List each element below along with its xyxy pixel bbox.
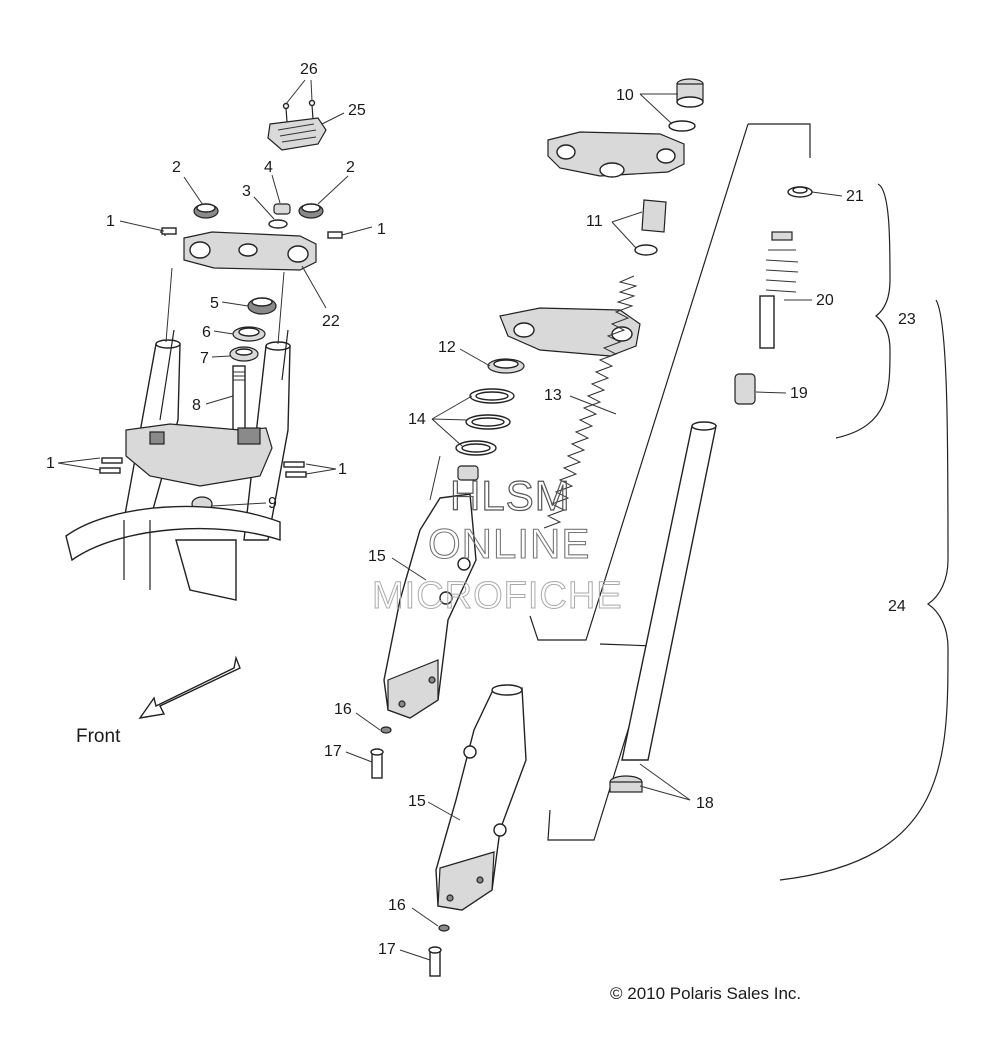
callout-24: 24 bbox=[888, 598, 906, 615]
top-bearings-part bbox=[193, 203, 324, 229]
callout-17-upper: 17 bbox=[324, 743, 342, 760]
front-fender-part bbox=[65, 505, 281, 601]
cover-plate-part bbox=[267, 99, 327, 151]
callout-19: 19 bbox=[790, 385, 808, 402]
watermark: HLSM ONLINE MICROFICHE bbox=[372, 471, 623, 617]
middle-bushing-part bbox=[634, 199, 667, 256]
callout-16-lower: 16 bbox=[388, 897, 406, 914]
callout-15-upper: 15 bbox=[368, 548, 386, 565]
callout-1-upper-right: 1 bbox=[377, 221, 386, 238]
copyright-text: © 2010 Polaris Sales Inc. bbox=[610, 984, 801, 1003]
middle-lower-clamp-part bbox=[499, 307, 641, 357]
callout-18: 18 bbox=[696, 795, 714, 812]
callout-1-lower-left: 1 bbox=[46, 455, 55, 472]
callout-10: 10 bbox=[616, 87, 634, 104]
callout-8: 8 bbox=[192, 397, 201, 414]
watermark-line-1: HLSM bbox=[450, 472, 571, 519]
lower-triple-clamp-part bbox=[99, 423, 307, 512]
front-direction-arrow-icon bbox=[138, 655, 241, 719]
front-label: Front bbox=[76, 726, 121, 747]
callout-16-upper: 16 bbox=[334, 701, 352, 718]
callout-14: 14 bbox=[408, 411, 426, 428]
callout-21: 21 bbox=[846, 188, 864, 205]
callout-13: 13 bbox=[544, 387, 562, 404]
fork-leg-lower-part bbox=[435, 684, 527, 911]
fork-leg-upper-part bbox=[383, 493, 477, 719]
callout-1-lower-right: 1 bbox=[338, 461, 347, 478]
callout-6: 6 bbox=[202, 324, 211, 341]
callout-25: 25 bbox=[348, 102, 366, 119]
seal-and-washers-part bbox=[455, 358, 525, 481]
callout-3: 3 bbox=[242, 183, 251, 200]
callout-5: 5 bbox=[210, 295, 219, 312]
callout-9: 9 bbox=[268, 495, 277, 512]
leader-lines bbox=[57, 79, 843, 961]
bracket-24-line bbox=[779, 299, 949, 881]
callout-26: 26 bbox=[300, 61, 318, 78]
fork-spring-part bbox=[543, 275, 638, 529]
callout-2-right: 2 bbox=[346, 159, 355, 176]
callout-23: 23 bbox=[898, 311, 916, 328]
watermark-line-3: MICROFICHE bbox=[372, 575, 623, 617]
callout-22: 22 bbox=[322, 313, 340, 330]
watermark-line-2: ONLINE bbox=[428, 520, 590, 567]
callout-12: 12 bbox=[438, 339, 456, 356]
leg-bolt-upper-part bbox=[370, 726, 392, 779]
top-bushing-part bbox=[668, 78, 704, 132]
callout-1-upper-left: 1 bbox=[106, 213, 115, 230]
damper-rod-assembly-part bbox=[734, 186, 813, 405]
callout-4: 4 bbox=[264, 159, 273, 176]
callout-labels: 26 25 2 4 2 3 1 1 22 5 6 7 8 1 1 9 10 11… bbox=[46, 61, 916, 958]
middle-upper-clamp-part bbox=[547, 131, 685, 178]
bracket-23-line bbox=[835, 183, 891, 439]
leg-bolt-lower-part bbox=[428, 924, 450, 977]
callout-15-lower: 15 bbox=[408, 793, 426, 810]
inner-fork-tube-part bbox=[609, 421, 717, 793]
callout-2-left: 2 bbox=[172, 159, 181, 176]
callout-7: 7 bbox=[200, 350, 209, 367]
callout-17-lower: 17 bbox=[378, 941, 396, 958]
callout-11: 11 bbox=[586, 213, 603, 230]
connection-guide-lines bbox=[429, 123, 811, 841]
upper-triple-clamp-part bbox=[160, 227, 343, 271]
callout-20: 20 bbox=[816, 292, 834, 309]
